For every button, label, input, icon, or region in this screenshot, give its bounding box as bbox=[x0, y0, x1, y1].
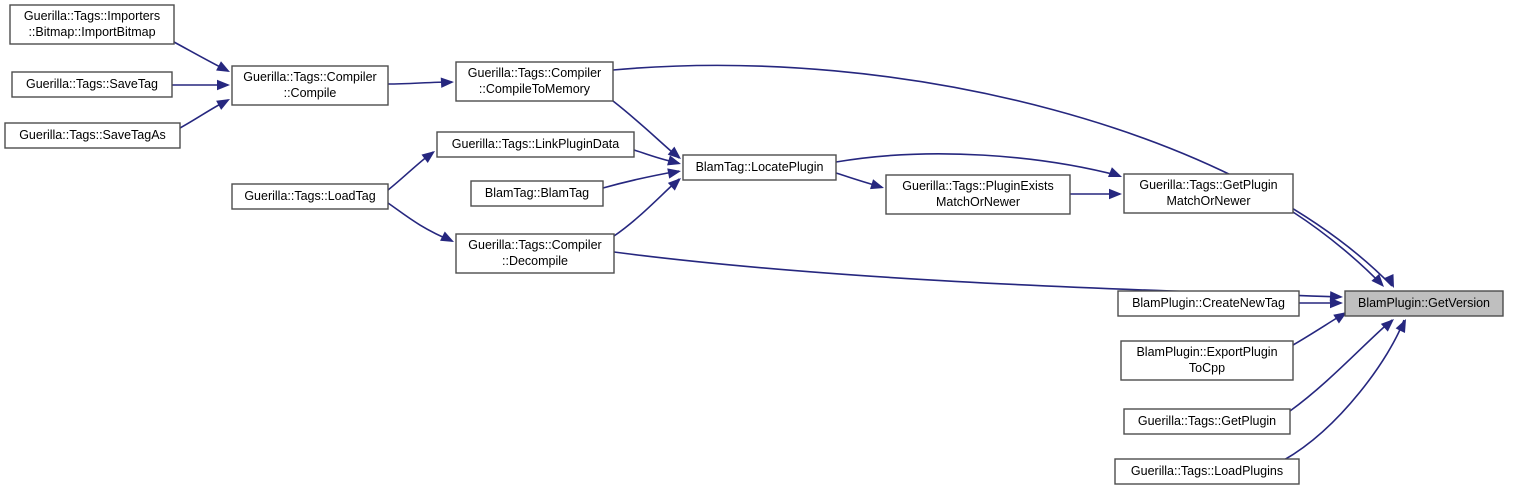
arrowhead-icon bbox=[1107, 167, 1122, 177]
graph-node-savetagas[interactable]: Guerilla::Tags::SaveTagAs bbox=[4, 122, 181, 149]
node-label-line: Guerilla::Tags::SaveTag bbox=[26, 77, 158, 91]
edge-getplugin-to-getversion bbox=[1289, 319, 1393, 412]
graph-node-blamtag[interactable]: BlamTag::BlamTag bbox=[470, 180, 604, 207]
arrowhead-icon bbox=[1395, 319, 1406, 333]
node-label-line: BlamTag::LocatePlugin bbox=[696, 160, 824, 174]
arrowhead-icon bbox=[1333, 312, 1347, 324]
graph-node-getplugin[interactable]: Guerilla::Tags::GetPlugin bbox=[1123, 408, 1291, 435]
node-label-line: ::Decompile bbox=[502, 254, 568, 268]
arrowheads-layer bbox=[216, 61, 1406, 333]
node-label-line: Guerilla::Tags::Compiler bbox=[468, 66, 601, 80]
node-label-line: Guerilla::Tags::GetPlugin bbox=[1138, 414, 1276, 428]
node-box[interactable] bbox=[1123, 408, 1291, 435]
node-box[interactable] bbox=[470, 180, 604, 207]
node-label-line: Guerilla::Tags::Compiler bbox=[243, 70, 376, 84]
node-label-line: ::CompileToMemory bbox=[479, 82, 591, 96]
node-label-line: ::Bitmap::ImportBitmap bbox=[28, 25, 155, 39]
arrowhead-icon bbox=[667, 168, 681, 179]
edges-layer bbox=[172, 41, 1405, 461]
node-label-line: BlamPlugin::CreateNewTag bbox=[1132, 296, 1285, 310]
arrowhead-icon bbox=[216, 99, 230, 110]
arrowhead-icon bbox=[1109, 188, 1122, 200]
arrowhead-icon bbox=[1329, 291, 1343, 302]
arrowhead-icon bbox=[217, 79, 230, 91]
edge-blamtag-to-locateplugin bbox=[602, 170, 680, 189]
arrowhead-icon bbox=[1371, 273, 1384, 287]
node-label-line: Guerilla::Tags::SaveTagAs bbox=[19, 128, 166, 142]
node-box[interactable] bbox=[436, 131, 635, 158]
edge-locateplugin-to-getpluginmatch bbox=[835, 153, 1121, 177]
edge-getpluginmatch-to-getversion bbox=[1292, 211, 1383, 286]
graph-node-decompile[interactable]: Guerilla::Tags::Compiler::Decompile bbox=[455, 233, 615, 274]
arrowhead-icon bbox=[667, 178, 681, 191]
node-box[interactable] bbox=[1123, 173, 1294, 214]
arrowhead-icon bbox=[421, 151, 435, 163]
node-box[interactable] bbox=[11, 71, 173, 98]
node-label-line: MatchOrNewer bbox=[1166, 194, 1250, 208]
graph-node-importbitmap[interactable]: Guerilla::Tags::Importers::Bitmap::Impor… bbox=[9, 4, 175, 45]
node-label-line: Guerilla::Tags::Compiler bbox=[468, 238, 601, 252]
graph-node-getversion[interactable]: BlamPlugin::GetVersion bbox=[1344, 290, 1504, 317]
arrowhead-icon bbox=[1330, 297, 1343, 309]
node-box[interactable] bbox=[231, 65, 389, 106]
graph-node-compile[interactable]: Guerilla::Tags::Compiler::Compile bbox=[231, 65, 389, 106]
node-box[interactable] bbox=[1344, 290, 1504, 317]
node-label-line: Guerilla::Tags::LoadTag bbox=[244, 189, 375, 203]
arrowhead-icon bbox=[440, 231, 454, 242]
node-label-line: ::Compile bbox=[284, 86, 337, 100]
node-label-line: MatchOrNewer bbox=[936, 195, 1020, 209]
arrowhead-icon bbox=[667, 146, 681, 159]
graph-node-savetag[interactable]: Guerilla::Tags::SaveTag bbox=[11, 71, 173, 98]
edge-loadtag-to-decompile bbox=[387, 202, 453, 242]
graph-node-loadtag[interactable]: Guerilla::Tags::LoadTag bbox=[231, 183, 389, 210]
nodes-layer: Guerilla::Tags::Importers::Bitmap::Impor… bbox=[4, 4, 1504, 485]
node-label-line: Guerilla::Tags::PluginExists bbox=[902, 179, 1053, 193]
graph-node-locateplugin[interactable]: BlamTag::LocatePlugin bbox=[682, 154, 837, 181]
node-label-line: ToCpp bbox=[1189, 361, 1225, 375]
node-label-line: Guerilla::Tags::LinkPluginData bbox=[452, 137, 619, 151]
node-label-line: Guerilla::Tags::LoadPlugins bbox=[1131, 464, 1283, 478]
node-box[interactable] bbox=[1120, 340, 1294, 381]
node-box[interactable] bbox=[231, 183, 389, 210]
node-box[interactable] bbox=[885, 174, 1071, 215]
edge-compiletomemory-to-getversion bbox=[612, 64, 1393, 287]
edge-decompile-to-locateplugin bbox=[613, 178, 680, 237]
arrowhead-icon bbox=[1383, 274, 1394, 288]
node-label-line: BlamPlugin::ExportPlugin bbox=[1136, 345, 1277, 359]
edge-loadplugins-to-getversion bbox=[1283, 319, 1405, 461]
graph-node-loadplugins[interactable]: Guerilla::Tags::LoadPlugins bbox=[1114, 458, 1300, 485]
node-box[interactable] bbox=[682, 154, 837, 181]
arrowhead-icon bbox=[1380, 319, 1394, 332]
node-box[interactable] bbox=[455, 61, 614, 102]
node-box[interactable] bbox=[4, 122, 181, 149]
node-box[interactable] bbox=[455, 233, 615, 274]
arrowhead-icon bbox=[667, 155, 681, 166]
node-label-line: Guerilla::Tags::Importers bbox=[24, 9, 160, 23]
node-label-line: BlamPlugin::GetVersion bbox=[1358, 296, 1490, 310]
node-label-line: BlamTag::BlamTag bbox=[485, 186, 589, 200]
arrowhead-icon bbox=[216, 61, 230, 72]
node-box[interactable] bbox=[1117, 290, 1300, 317]
arrowhead-icon bbox=[870, 179, 884, 190]
node-box[interactable] bbox=[9, 4, 175, 45]
graph-node-createnewtag[interactable]: BlamPlugin::CreateNewTag bbox=[1117, 290, 1300, 317]
edge-decompile-to-getversion bbox=[613, 251, 1342, 298]
graph-node-linkplugindata[interactable]: Guerilla::Tags::LinkPluginData bbox=[436, 131, 635, 158]
graph-node-compiletomemory[interactable]: Guerilla::Tags::Compiler::CompileToMemor… bbox=[455, 61, 614, 102]
node-box[interactable] bbox=[1114, 458, 1300, 485]
node-label-line: Guerilla::Tags::GetPlugin bbox=[1139, 178, 1277, 192]
arrowhead-icon bbox=[440, 77, 454, 88]
